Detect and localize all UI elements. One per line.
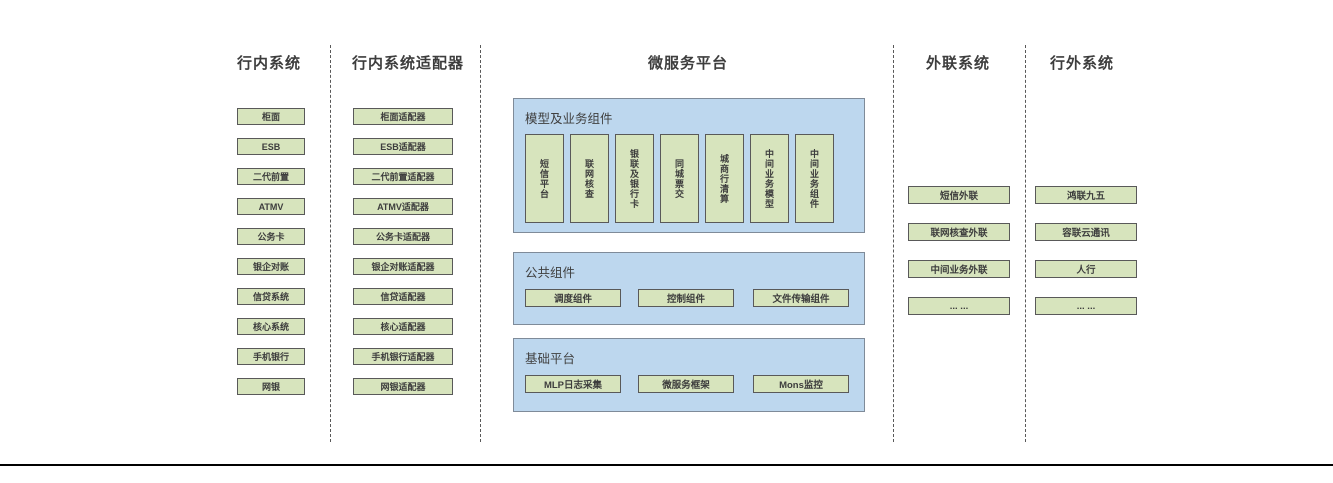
outside-system-box: 鸿联九五	[1035, 186, 1137, 204]
outside-system-box: 人行	[1035, 260, 1137, 278]
column-separator	[330, 45, 331, 442]
panel-base-platform: 基础平台 MLP日志采集 微服务框架 Mons监控	[513, 338, 865, 412]
panel-model-business-components: 模型及业务组件 短信平台 联网核查 银联及银行卡 同城票交 城商行清算 中间业务…	[513, 98, 865, 233]
system-box: 网银	[237, 378, 305, 395]
component-box: 文件传输组件	[753, 289, 849, 307]
adapter-box: 信贷适配器	[353, 288, 453, 305]
panel-public-components: 公共组件 调度组件 控制组件 文件传输组件	[513, 252, 865, 325]
outside-systems-column: 鸿联九五 容联云通讯 人行 ... ...	[1035, 186, 1137, 334]
column-title-external-link-systems: 外联系统	[925, 55, 990, 72]
column-title-internal-adapters: 行内系统适配器	[351, 55, 464, 72]
panel-label: 基础平台	[525, 352, 576, 366]
system-box: ESB	[237, 138, 305, 155]
component-box: 中间业务模型	[750, 134, 789, 223]
adapter-box: ATMV适配器	[353, 198, 453, 215]
adapter-box: 银企对账适配器	[353, 258, 453, 275]
component-box: 联网核查	[570, 134, 609, 223]
external-link-box: 联网核查外联	[908, 223, 1010, 241]
column-separator	[893, 45, 894, 442]
component-box: 微服务框架	[638, 375, 734, 393]
component-box: 银联及银行卡	[615, 134, 654, 223]
system-box: 柜面	[237, 108, 305, 125]
column-title-internal-systems: 行内系统	[236, 55, 301, 72]
component-box: 控制组件	[638, 289, 734, 307]
column-title-outside-systems: 行外系统	[1049, 55, 1114, 72]
system-box: 核心系统	[237, 318, 305, 335]
adapter-box: 手机银行适配器	[353, 348, 453, 365]
adapter-box: 公务卡适配器	[353, 228, 453, 245]
component-box: 同城票交	[660, 134, 699, 223]
column-separator	[1025, 45, 1026, 442]
adapter-box: 二代前置适配器	[353, 168, 453, 185]
column-title-microservice-platform: 微服务平台	[647, 55, 728, 72]
external-link-box: ... ...	[908, 297, 1010, 315]
panel-label: 模型及业务组件	[525, 112, 613, 126]
adapters-column: 柜面适配器 ESB适配器 二代前置适配器 ATMV适配器 公务卡适配器 银企对账…	[353, 108, 453, 408]
system-box: 手机银行	[237, 348, 305, 365]
system-box: ATMV	[237, 198, 305, 215]
system-box: 二代前置	[237, 168, 305, 185]
internal-systems-column: 柜面 ESB 二代前置 ATMV 公务卡 银企对账 信贷系统 核心系统 手机银行…	[237, 108, 305, 408]
component-box: 城商行清算	[705, 134, 744, 223]
adapter-box: 柜面适配器	[353, 108, 453, 125]
adapter-box: 核心适配器	[353, 318, 453, 335]
outside-system-box: ... ...	[1035, 297, 1137, 315]
external-link-column: 短信外联 联网核查外联 中间业务外联 ... ...	[908, 186, 1010, 334]
outside-system-box: 容联云通讯	[1035, 223, 1137, 241]
system-box: 公务卡	[237, 228, 305, 245]
component-box: 中间业务组件	[795, 134, 834, 223]
component-box: MLP日志采集	[525, 375, 621, 393]
panel-label: 公共组件	[525, 266, 576, 280]
adapter-box: ESB适配器	[353, 138, 453, 155]
external-link-box: 中间业务外联	[908, 260, 1010, 278]
component-box: Mons监控	[753, 375, 849, 393]
column-separator	[480, 45, 481, 442]
system-box: 信贷系统	[237, 288, 305, 305]
system-box: 银企对账	[237, 258, 305, 275]
bottom-divider	[0, 464, 1333, 466]
external-link-box: 短信外联	[908, 186, 1010, 204]
component-box: 短信平台	[525, 134, 564, 223]
adapter-box: 网银适配器	[353, 378, 453, 395]
component-box: 调度组件	[525, 289, 621, 307]
